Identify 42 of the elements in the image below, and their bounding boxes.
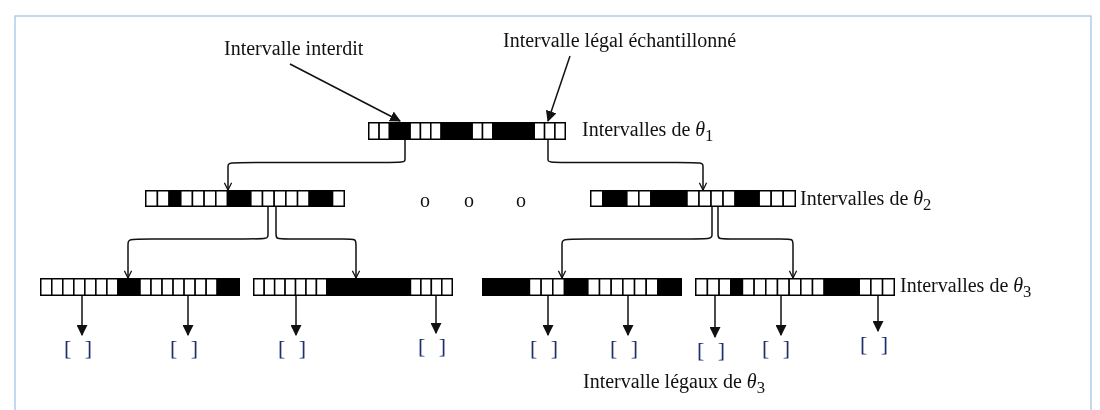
- callout-text: Intervalle interdit: [224, 36, 424, 62]
- bracket-interval: [ ]: [860, 332, 896, 360]
- interval-bar: [368, 122, 566, 140]
- arrow: [430, 295, 442, 335]
- bracket-interval: [ ]: [278, 336, 314, 364]
- bracket-interval: [ ]: [762, 336, 798, 364]
- interval-bar: [145, 190, 345, 207]
- arrow: [547, 139, 708, 191]
- arrow: [123, 206, 269, 279]
- ellipsis-mark: o: [420, 188, 430, 212]
- caption-text: Intervalle légaux de θ$_{3}$: [583, 369, 765, 399]
- ellipsis-mark: o: [516, 188, 526, 212]
- arrow: [557, 206, 713, 279]
- arrow: [709, 295, 721, 339]
- interval-bar: [40, 278, 240, 296]
- arrow: [717, 206, 798, 279]
- level-label: Intervalles de θ$_{2}$: [800, 186, 932, 216]
- bracket-interval: [ ]: [170, 336, 206, 364]
- ellipsis-mark: o: [464, 188, 474, 212]
- level-label: Intervalles de θ$_{1}$: [582, 117, 714, 147]
- arrow: [275, 206, 361, 279]
- arrow: [223, 139, 406, 191]
- bracket-interval: [ ]: [697, 338, 733, 366]
- arrow: [76, 295, 88, 337]
- interval-bar: [695, 278, 895, 296]
- callout-text: Intervalle légal échantillonné: [503, 28, 853, 54]
- bracket-interval: [ ]: [530, 336, 566, 364]
- bracket-interval: [ ]: [64, 336, 100, 364]
- interval-bar: [253, 278, 453, 296]
- arrow: [542, 295, 554, 337]
- interval-bar: [482, 278, 682, 296]
- arrow: [182, 295, 194, 337]
- arrow: [775, 295, 787, 337]
- arrow: [872, 295, 884, 333]
- interval-bar: [590, 190, 796, 207]
- bracket-interval: [ ]: [610, 336, 646, 364]
- arrow: [622, 295, 634, 337]
- leader-line: [289, 63, 401, 122]
- arrow: [290, 295, 302, 337]
- leader-line: [545, 55, 571, 123]
- bracket-interval: [ ]: [418, 334, 454, 362]
- level-label: Intervalles de θ$_{3}$: [900, 273, 1032, 303]
